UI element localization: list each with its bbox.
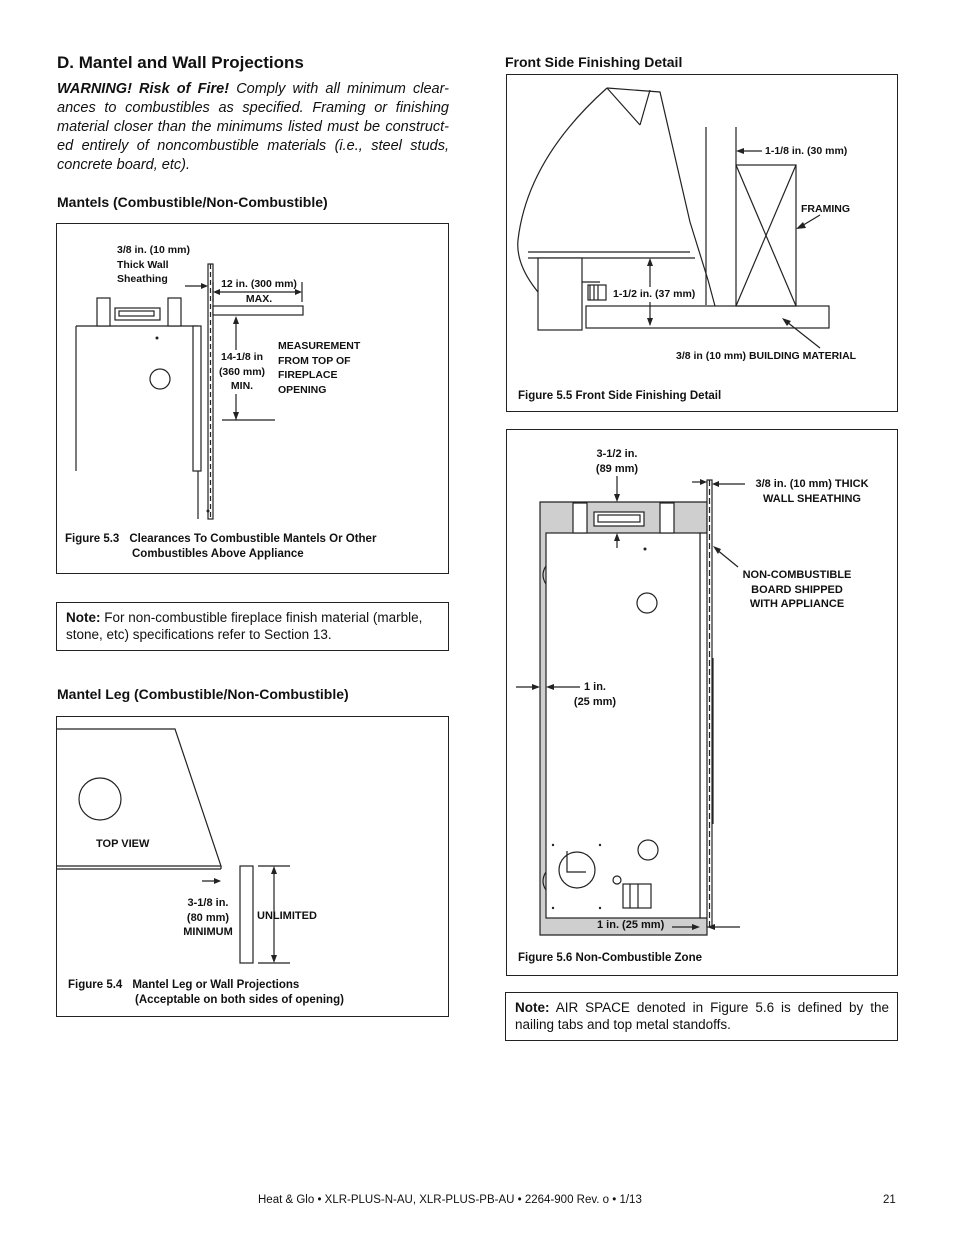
figure-5-6	[506, 429, 898, 976]
warning-lead: WARNING! Risk of Fire!	[57, 81, 230, 97]
fig53-height-label: 14-1/8 in(360 mm)MIN.	[214, 350, 270, 394]
fig55-gap-label: 1-1/8 in. (30 mm)	[765, 145, 848, 157]
fig56-caption: Figure 5.6 Non-Combustible Zone	[518, 952, 703, 964]
figure-5-5	[506, 74, 898, 412]
fig54-minimum-label: 3-1/8 in.(80 mm)MINIMUM	[183, 897, 233, 938]
note-air-space-text: Note: AIR SPACE denoted in Figure 5.6 is…	[515, 1000, 889, 1032]
front-side-heading: Front Side Finishing Detail	[505, 54, 683, 70]
footer-text: Heat & Glo • XLR-PLUS-N-AU, XLR-PLUS-PB-…	[258, 1194, 642, 1206]
warning-paragraph: WARNING! Risk of Fire! Comply with all m…	[57, 80, 449, 175]
note-air-space	[505, 992, 898, 1041]
fig56-bottom-clearance-label: 1 in. (25 mm)	[597, 919, 665, 931]
fig56-side-clearance-label: 1 in.(25 mm)	[573, 681, 617, 708]
page-number: 21	[883, 1194, 896, 1206]
figure-5-4	[56, 716, 449, 1017]
fig55-building-label: 3/8 in (10 mm) BUILDING MATERIAL	[676, 350, 857, 362]
fig54-top-view-label: TOP VIEW	[96, 838, 150, 850]
fig56-top-clearance-label: 3-1/2 in.(89 mm)	[595, 448, 639, 475]
fig54-unlimited-label: UNLIMITED	[257, 910, 317, 922]
section-title: D. Mantel and Wall Projections	[57, 53, 304, 72]
fig55-standoff-label: 1-1/2 in. (37 mm)	[613, 287, 696, 302]
figure-5-3	[56, 223, 449, 574]
fig53-depth-label: 12 in. (300 mm)MAX.	[221, 278, 297, 305]
note-finish-material-text: Note: For non-combustible fireplace fini…	[66, 610, 423, 642]
fig55-caption: Figure 5.5 Front Side Finishing Detail	[518, 390, 722, 402]
mantels-heading: Mantels (Combustible/Non-Combustible)	[57, 194, 328, 210]
mantel-leg-heading: Mantel Leg (Combustible/Non-Combustible)	[57, 686, 349, 702]
note-finish-material	[56, 602, 449, 651]
fig55-framing-label: FRAMING	[801, 203, 850, 215]
warning-text: Comply with all minimum clear-ances to c…	[57, 81, 449, 173]
